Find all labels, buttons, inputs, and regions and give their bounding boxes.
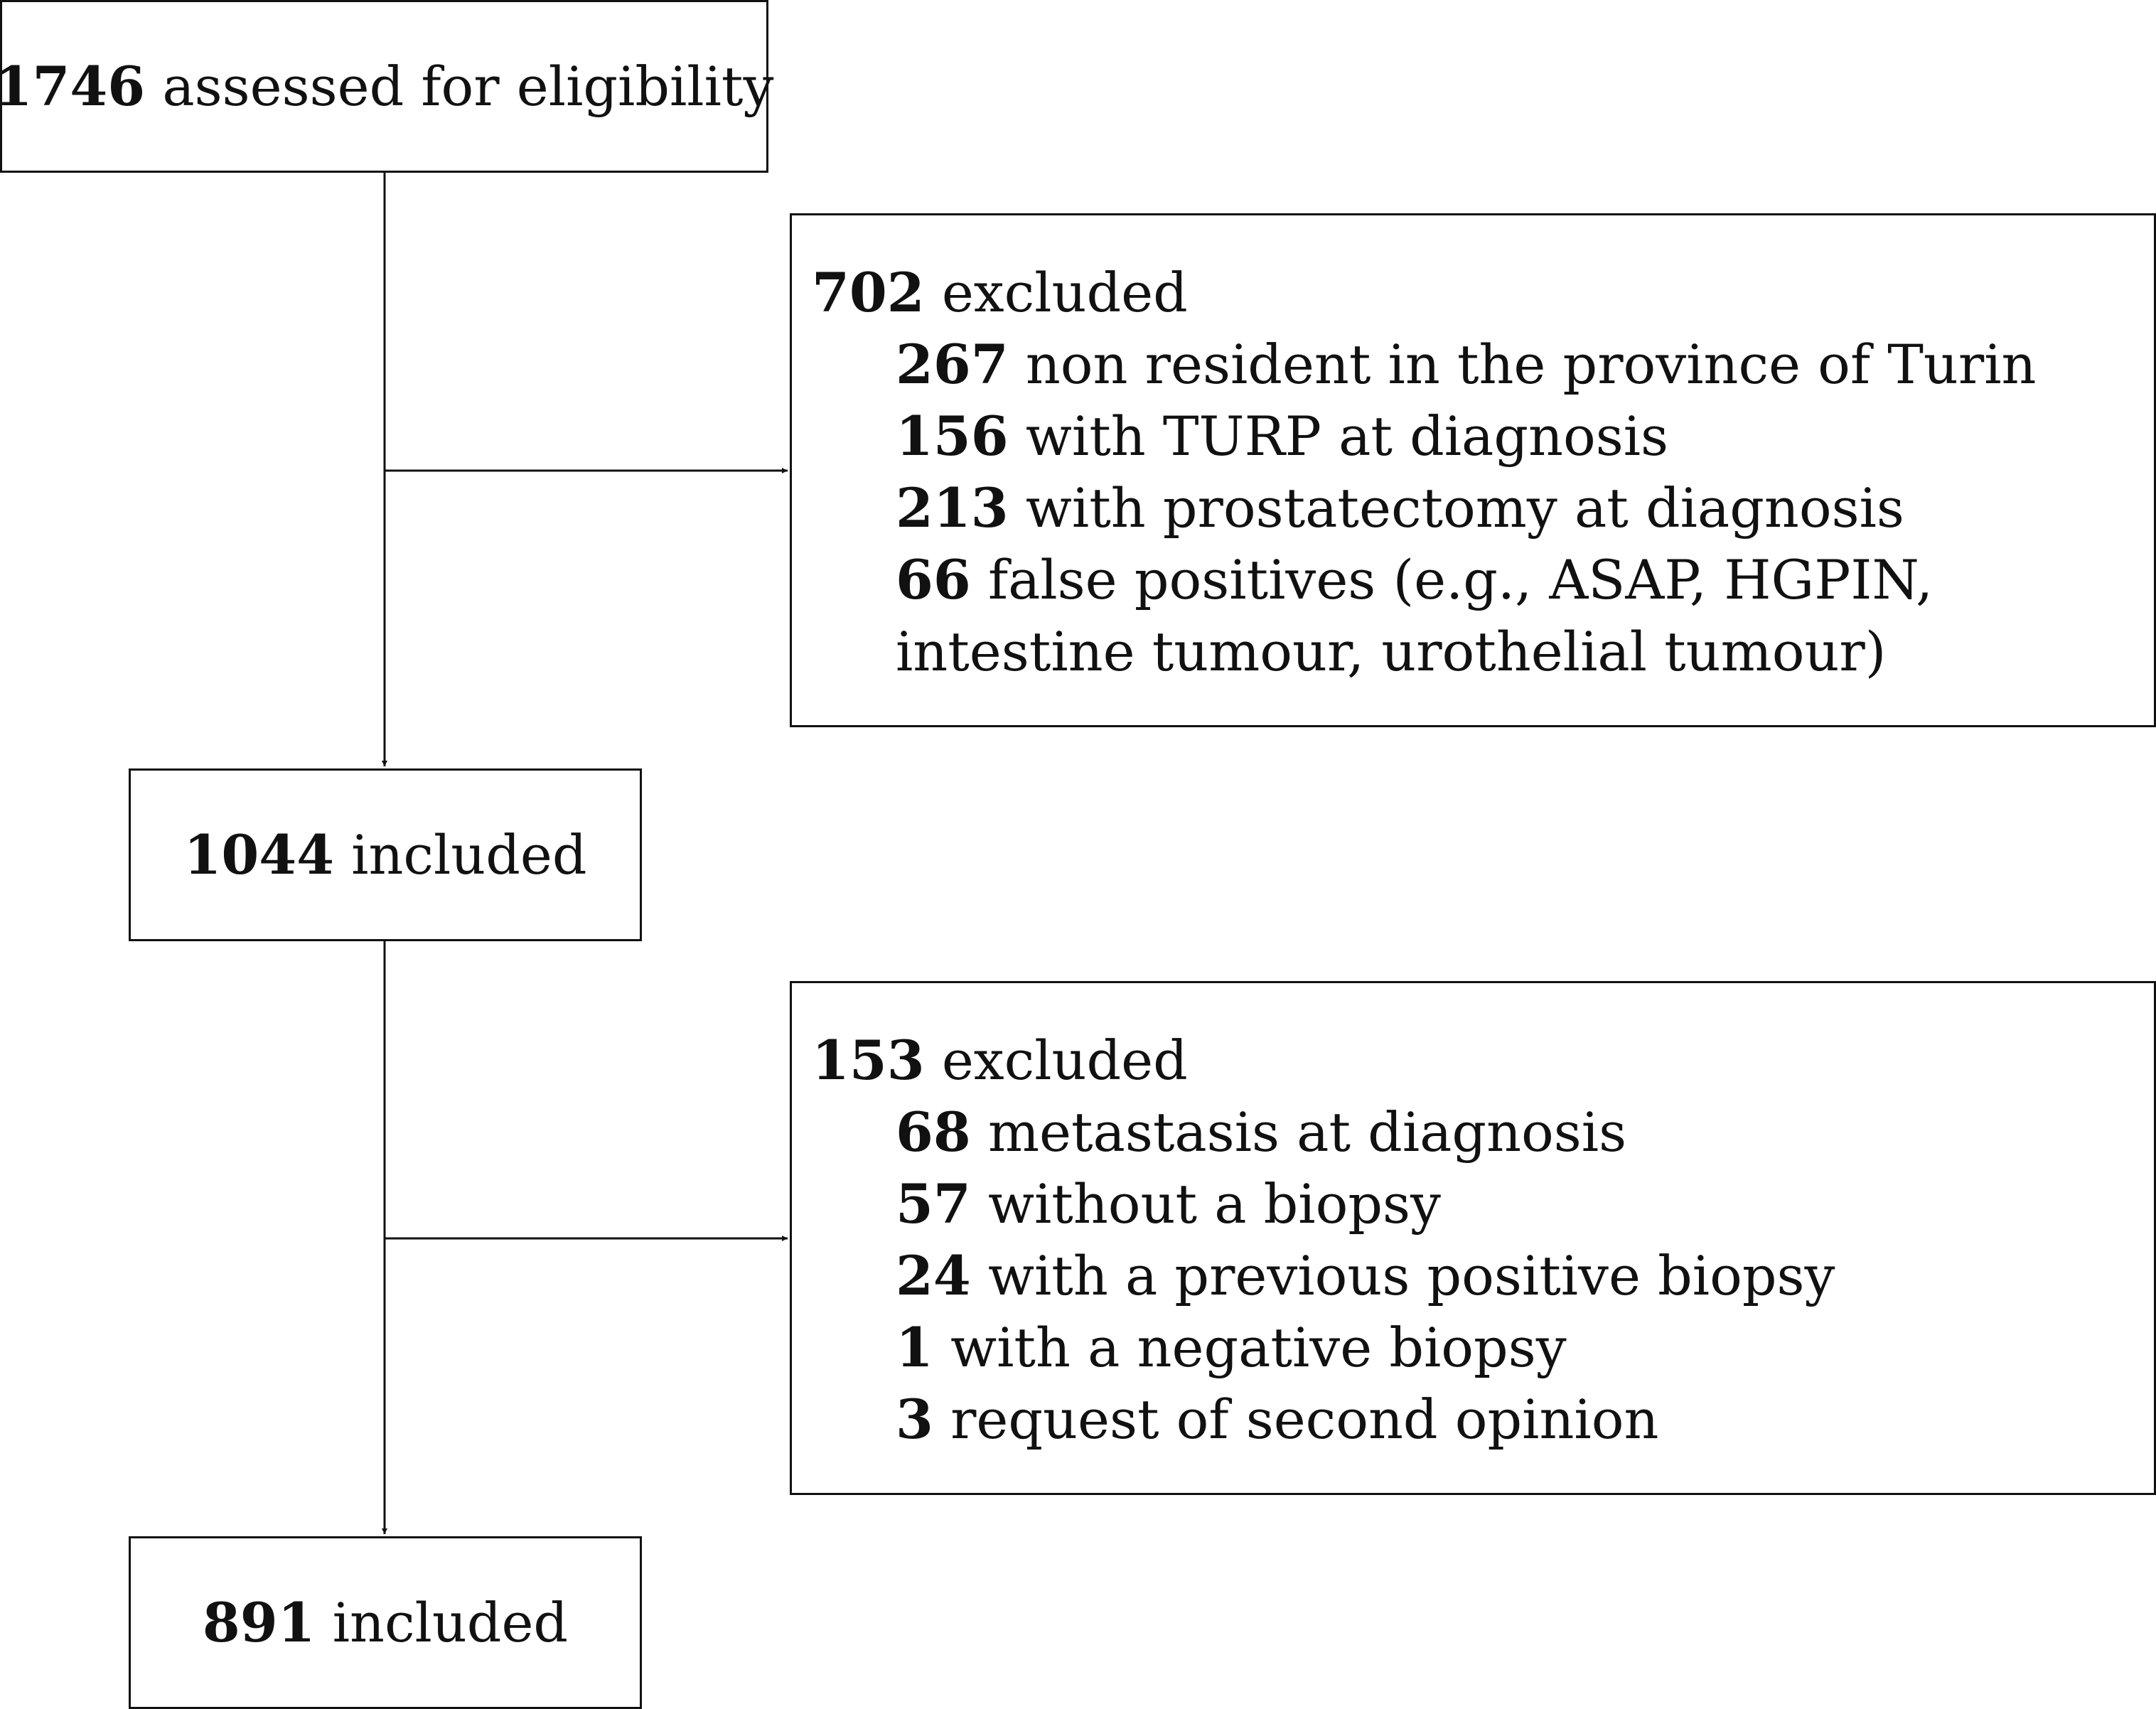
reason-text: request of second opinion <box>950 1388 1659 1451</box>
exclusion-2-reasons: 68 metastasis at diagnosis 57 without a … <box>812 1096 2154 1455</box>
assessed-box: 1746 assessed for eligibility <box>0 0 773 173</box>
reason-count: 68 <box>896 1100 971 1164</box>
reason-text: false positives (e.g., ASAP, HGPIN, <box>987 548 1934 611</box>
exclusion-1-reasons: 267 non resident in the province of Turi… <box>812 328 2154 687</box>
reason-text: metastasis at diagnosis <box>987 1100 1627 1164</box>
included-1-label: included <box>351 823 587 886</box>
exclusion-reason: 213 with prostatectomy at diagnosis <box>896 472 2154 544</box>
reason-text: without a biopsy <box>987 1172 1441 1236</box>
exclusion-reason: 1 with a negative biopsy <box>896 1312 2154 1383</box>
reason-count: 3 <box>896 1388 933 1451</box>
exclusion-reason: 156 with TURP at diagnosis <box>896 400 2154 472</box>
assessed-label: assessed for eligibility <box>162 55 774 118</box>
exclusion-reason: 57 without a biopsy <box>896 1168 2154 1240</box>
exclusion-reason: 68 metastasis at diagnosis <box>896 1096 2154 1168</box>
exclusion-1-label: excluded <box>941 261 1188 324</box>
reason-text: non resident in the province of Turin <box>1025 333 2037 396</box>
reason-count: 156 <box>896 405 1009 468</box>
included-2-label: included <box>332 1591 569 1654</box>
reason-count: 66 <box>896 548 971 611</box>
exclusion-1-count: 702 <box>812 261 925 324</box>
exclusion-reason: 3 request of second opinion <box>896 1383 2154 1455</box>
included-2-count: 891 <box>202 1591 316 1654</box>
exclusion-2-heading: 153 excluded <box>812 1024 2154 1096</box>
exclusion-1-heading: 702 excluded <box>812 257 2154 328</box>
reason-count: 24 <box>896 1244 971 1307</box>
reason-text: with a previous positive biopsy <box>987 1244 1835 1307</box>
exclusion-2-count: 153 <box>812 1029 925 1092</box>
included-box-1: 1044 included <box>129 768 642 941</box>
exclusion-reason: 66 false positives (e.g., ASAP, HGPIN, i… <box>896 544 2154 687</box>
exclusion-reason: 24 with a previous positive biopsy <box>896 1240 2154 1312</box>
reason-text-continuation: intestine tumour, urothelial tumour) <box>896 620 1887 683</box>
assessed-count: 1746 <box>0 55 146 118</box>
reason-count: 57 <box>896 1172 971 1236</box>
exclusion-box-1: 702 excluded 267 non resident in the pro… <box>790 213 2156 727</box>
exclusion-reason: 267 non resident in the province of Turi… <box>896 328 2154 400</box>
exclusion-2-label: excluded <box>941 1029 1188 1092</box>
exclusion-box-2: 153 excluded 68 metastasis at diagnosis … <box>790 981 2156 1495</box>
included-box-2: 891 included <box>129 1536 642 1709</box>
included-1-count: 1044 <box>183 823 334 886</box>
reason-text: with prostatectomy at diagnosis <box>1025 476 1904 540</box>
reason-count: 1 <box>896 1316 933 1379</box>
reason-text: with a negative biopsy <box>950 1316 1567 1379</box>
reason-count: 267 <box>896 333 1009 396</box>
reason-text: with TURP at diagnosis <box>1025 405 1669 468</box>
reason-count: 213 <box>896 476 1009 540</box>
